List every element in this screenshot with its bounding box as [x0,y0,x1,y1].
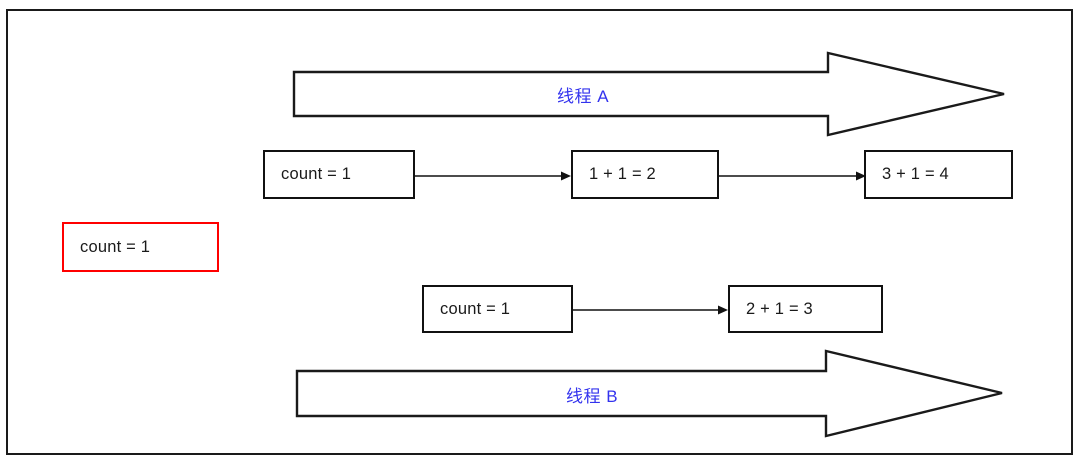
thread-a-step-2-box: 1 + 1 = 2 [571,150,719,199]
thread-a-step-3-box: 3 + 1 = 4 [864,150,1013,199]
thread-b-block-arrow [295,348,1011,440]
thread-b-step-2-box: 2 + 1 = 3 [728,285,883,333]
thread-a-label: 线程 A [557,87,610,106]
thread-b-label: 线程 B [566,387,619,406]
thread-a-connector-2 [719,166,869,186]
thread-a-connector-1 [414,166,574,186]
thread-b-connector-1 [573,300,731,320]
thread-b-step-1-box: count = 1 [422,285,573,333]
thread-a-block-arrow [292,50,1008,138]
thread-a-step-1-box: count = 1 [263,150,415,199]
shared-count-variable-box: count = 1 [62,222,219,272]
